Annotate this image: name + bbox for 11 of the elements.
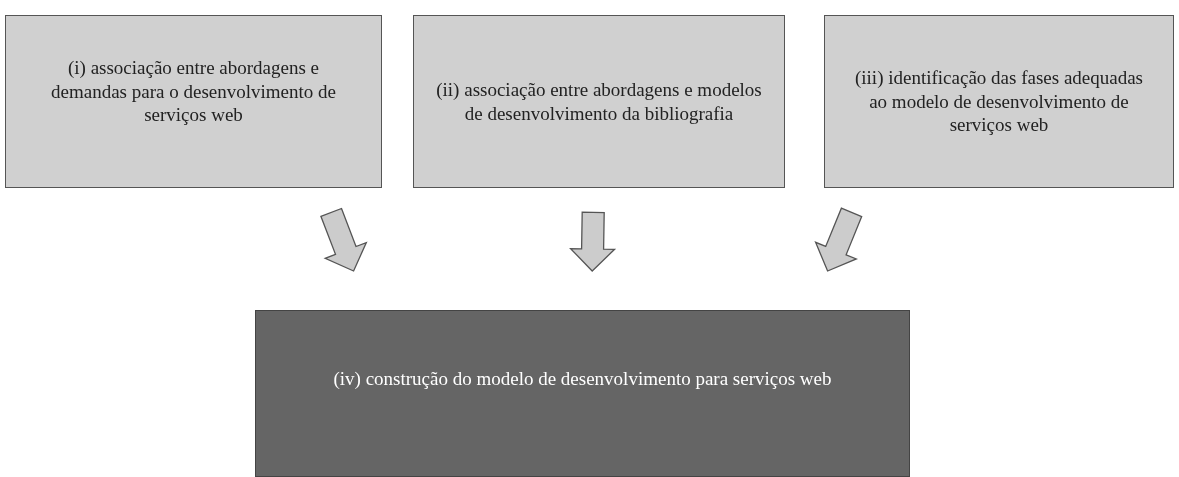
box-text: (iii) identificação das fases adequadas ao modelo de desenvolvimento de serviços web — [853, 65, 1144, 138]
process-box — [413, 15, 785, 188]
block-arrow — [320, 207, 368, 272]
process-box — [824, 15, 1174, 188]
block-arrow — [569, 211, 617, 272]
box-text: (i) associação entre abordagens e demandas para o desenvolvimento de serviços web — [50, 55, 337, 128]
process-box — [5, 15, 382, 188]
box-text: (ii) associação entre abordagens e modelos de desenvolvimento da bibliografia — [435, 77, 763, 126]
process-box — [255, 310, 910, 477]
box-text: (iv) construção do modelo de desenvolvimento para serviços web — [333, 366, 832, 391]
block-arrow — [814, 207, 863, 272]
